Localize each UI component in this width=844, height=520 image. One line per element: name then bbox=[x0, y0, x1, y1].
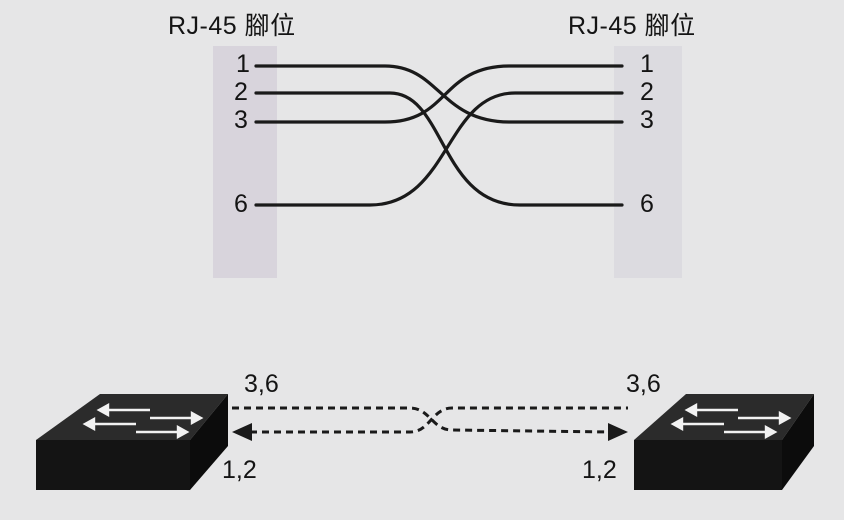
top-right-label: 3,6 bbox=[626, 370, 661, 398]
wire-3-to-1 bbox=[254, 64, 624, 124]
left-header: RJ-45 腳位 bbox=[168, 12, 296, 40]
wire-2-to-6 bbox=[254, 91, 624, 207]
right-switch-icon bbox=[634, 394, 814, 490]
right-connector-strip bbox=[614, 46, 682, 278]
right-pin-3: 3 bbox=[640, 106, 654, 134]
left-pin-3: 3 bbox=[234, 106, 248, 134]
bottom-left-label: 1,2 bbox=[222, 456, 257, 484]
right-pin-2: 2 bbox=[640, 78, 654, 106]
right-pin-6: 6 bbox=[640, 190, 654, 218]
crossover-wires bbox=[254, 64, 624, 207]
right-pin-1: 1 bbox=[640, 50, 654, 78]
bottom-right-label: 1,2 bbox=[582, 456, 617, 484]
dashed-link-bottom bbox=[250, 406, 628, 434]
arrowhead-right bbox=[608, 423, 628, 441]
left-pin-1: 1 bbox=[236, 50, 250, 78]
wire-6-to-2 bbox=[254, 91, 624, 207]
left-pin-2: 2 bbox=[234, 78, 248, 106]
left-pin-6: 6 bbox=[234, 190, 248, 218]
top-left-label: 3,6 bbox=[244, 370, 279, 398]
right-header: RJ-45 腳位 bbox=[568, 12, 696, 40]
arrowhead-left bbox=[232, 423, 252, 441]
left-switch-icon bbox=[36, 394, 228, 490]
left-connector-strip bbox=[213, 46, 277, 278]
wire-1-to-3 bbox=[254, 64, 624, 124]
dashed-links bbox=[232, 406, 628, 434]
